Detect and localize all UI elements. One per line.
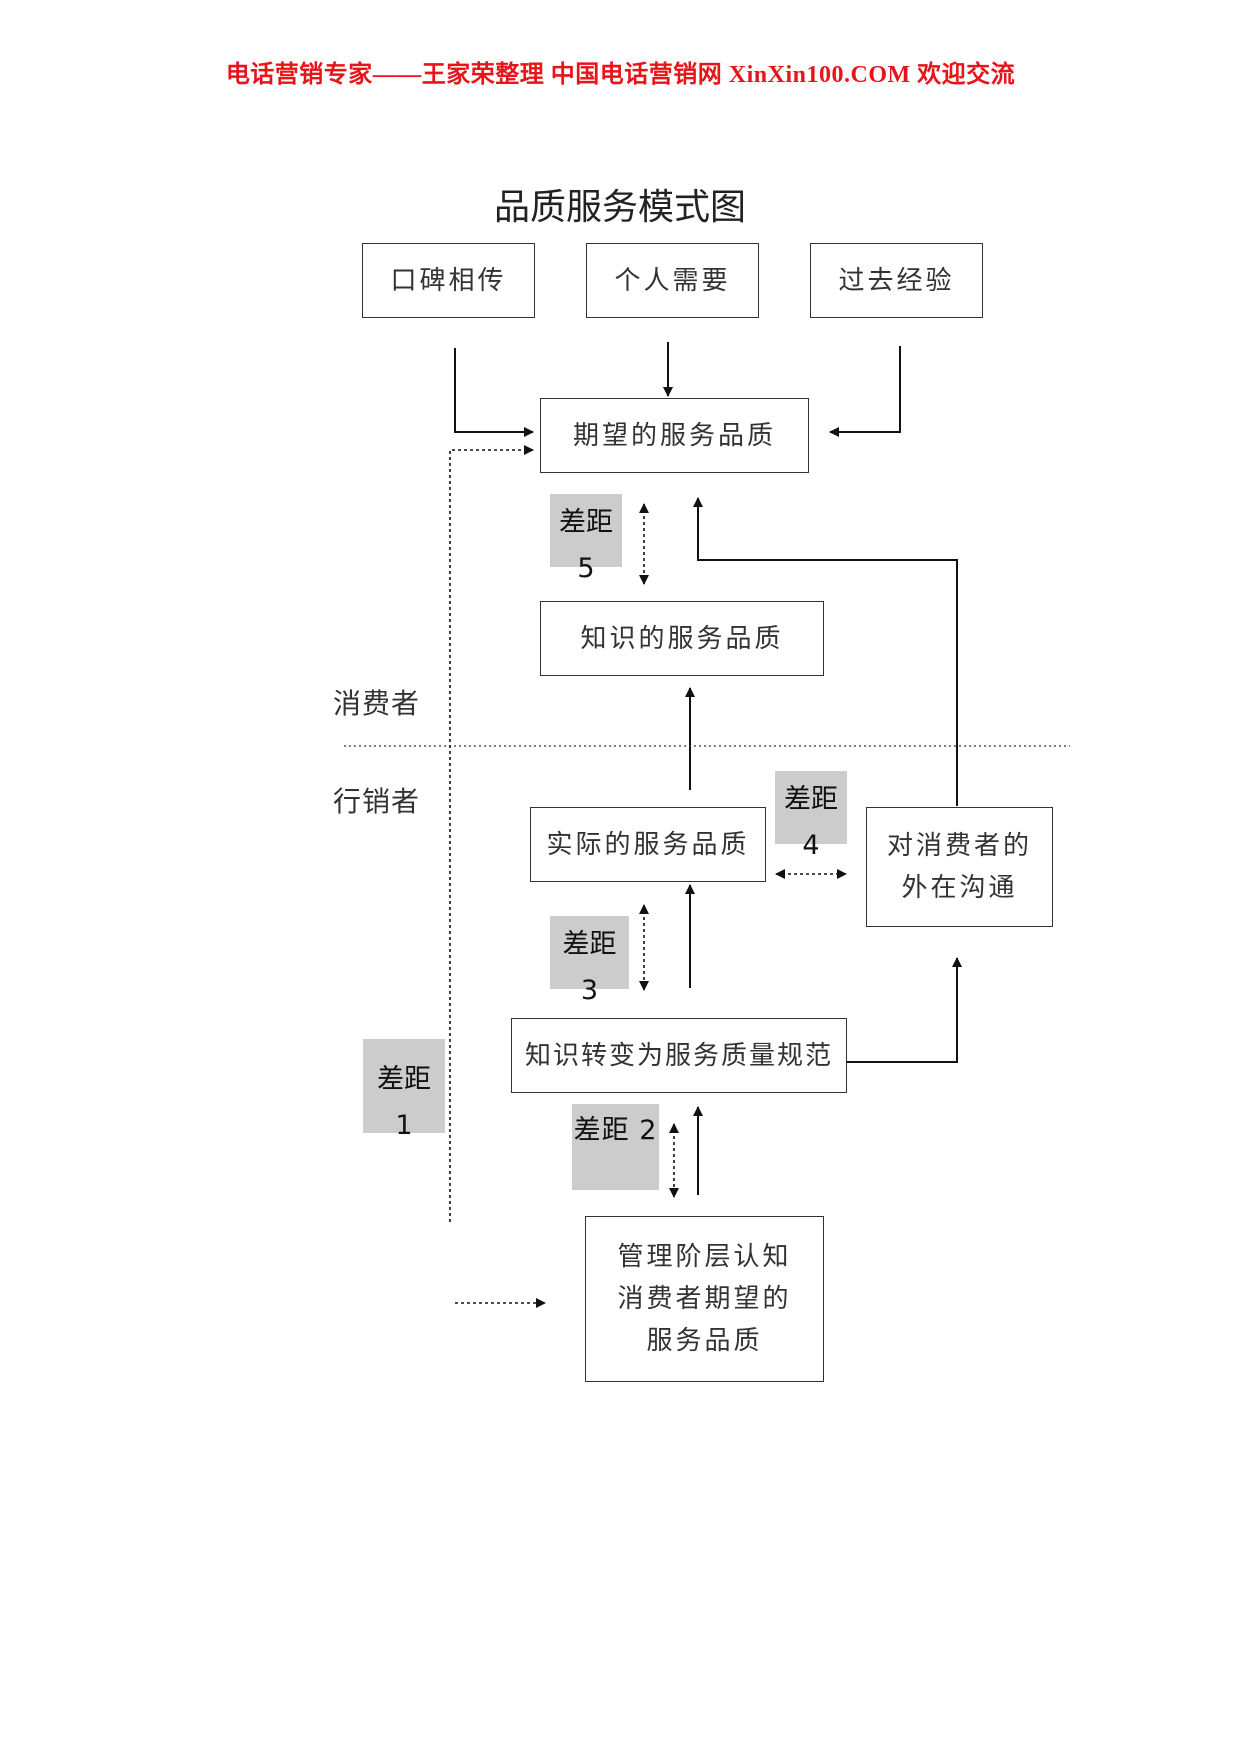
- diagram-title: 品质服务模式图: [493, 187, 746, 228]
- box-management-perception: 管理阶层认知 消费者期望的 服务品质: [585, 1216, 824, 1382]
- gap1-label: 差距 1: [363, 1039, 445, 1141]
- consumer-label: 消费者: [333, 687, 421, 720]
- box-personal-needs: 个人需要: [586, 243, 759, 318]
- arrow-past-experience: [829, 346, 901, 437]
- marketer-label: 行销者: [333, 785, 421, 818]
- box-word-of-mouth: 口碑相传: [362, 243, 535, 318]
- gap5-label: 差距 5: [550, 494, 622, 584]
- box-expected-quality: 期望的服务品质: [540, 398, 809, 473]
- arrow-word-of-mouth: [454, 348, 534, 437]
- arrow-external-to-expected: [693, 497, 958, 806]
- gap4-label: 差距 4: [775, 771, 847, 861]
- page-header: 电话营销专家——王家荣整理 中国电话营销网 XinXin100.COM 欢迎交流: [225, 62, 1016, 88]
- gap1-line: [449, 445, 534, 1222]
- box-external-communication: 对消费者的 外在沟通: [866, 807, 1053, 927]
- box-quality-specs: 知识转变为服务质量规范: [511, 1018, 847, 1093]
- arrow-specs-to-external: [846, 957, 962, 1063]
- box-perceived-quality: 知识的服务品质: [540, 601, 824, 676]
- box-actual-quality: 实际的服务品质: [530, 807, 766, 882]
- gap2-label: 差距 2: [572, 1104, 659, 1190]
- box-past-experience: 过去经验: [810, 243, 983, 318]
- gap3-label: 差距 3: [550, 916, 629, 1006]
